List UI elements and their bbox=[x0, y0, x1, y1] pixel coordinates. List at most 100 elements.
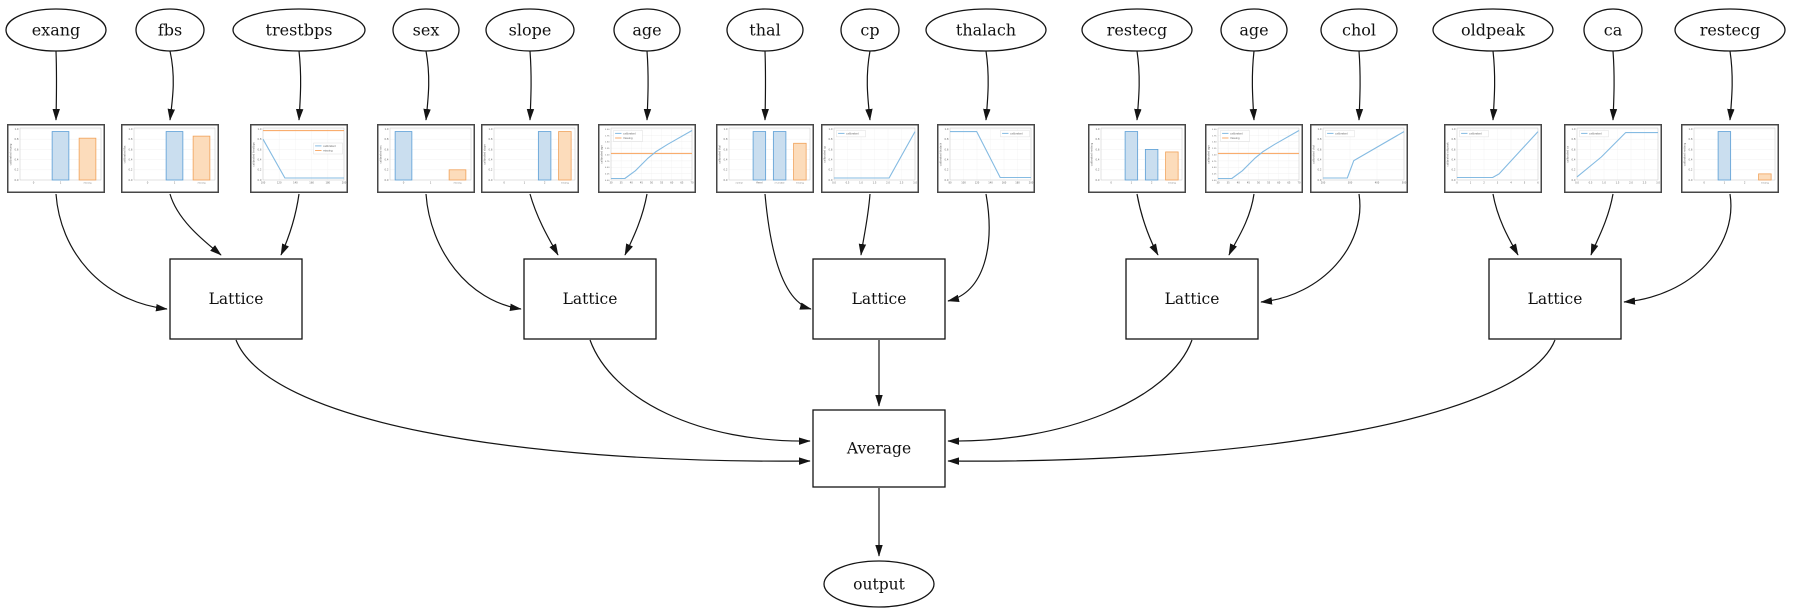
y-tick-label: 0.4 bbox=[1096, 158, 1100, 162]
y-tick-label: 0.2 bbox=[829, 168, 833, 172]
x-tick-label: 1 bbox=[524, 181, 526, 185]
x-tick-label: 55 bbox=[1267, 182, 1271, 185]
legend-entry-label: calibrated bbox=[846, 131, 859, 135]
chart-legend: calibrated bbox=[1579, 130, 1609, 138]
y-tick-label: 0.4 bbox=[489, 158, 493, 162]
x-tick-label: 200 bbox=[342, 182, 347, 185]
x-tick-label: 5 bbox=[1524, 182, 1526, 185]
y-axis-label: calibrated trestbps bbox=[252, 142, 256, 167]
edge-age-to-calibrator bbox=[643, 50, 652, 121]
calibrated-curve bbox=[1457, 131, 1539, 179]
x-tick-label: 0 bbox=[1110, 181, 1112, 185]
output-node: output bbox=[823, 560, 935, 608]
edge-calibrator-restecg-to-lattice-4 bbox=[1136, 193, 1159, 256]
y-axis-label: calibrated chol bbox=[1312, 145, 1316, 164]
y-tick-label: 0.4 bbox=[829, 158, 833, 162]
y-tick-label: 0.6 bbox=[1572, 147, 1576, 151]
chart-legend: calibrated bbox=[1459, 130, 1489, 138]
legend-entry-label: calibrated bbox=[323, 144, 336, 148]
y-tick-label: 0.6 bbox=[385, 147, 389, 151]
x-tick-label: missing bbox=[796, 183, 804, 185]
x-tick-label: 2.0 bbox=[886, 182, 890, 185]
y-axis-label: calibrated thalach bbox=[939, 142, 943, 166]
missing-bar bbox=[1758, 173, 1772, 181]
edge-restecg-to-calibrator bbox=[1134, 50, 1142, 121]
feature-node-label: chol bbox=[1342, 21, 1376, 40]
lattice-node-4: Lattice bbox=[1125, 258, 1259, 340]
edge-age-to-calibrator bbox=[1249, 50, 1258, 121]
x-tick-label: 0.5 bbox=[846, 182, 850, 185]
y-tick-label: 0.2 bbox=[724, 168, 728, 172]
y-tick-label: 0.6 bbox=[1096, 147, 1100, 151]
x-tick-label: 140 bbox=[293, 182, 298, 185]
output-node-label: output bbox=[853, 576, 905, 594]
y-tick-label: 0.6 bbox=[129, 147, 133, 151]
feature-node-label: slope bbox=[509, 21, 552, 40]
y-tick-label: 1.0 bbox=[489, 127, 493, 131]
legend-entry-label: calibrated bbox=[1010, 131, 1023, 135]
average-node: Average bbox=[812, 409, 946, 488]
y-tick-label: 0.2 bbox=[489, 168, 493, 172]
y-tick-label: 1.50 bbox=[1212, 142, 1217, 144]
x-tick-label: normal bbox=[736, 182, 743, 185]
x-tick-label: 65 bbox=[1287, 182, 1291, 185]
x-tick-label: 70 bbox=[1297, 182, 1301, 185]
chart-legend: calibrated bbox=[1000, 130, 1030, 138]
missing-bar bbox=[558, 131, 572, 181]
calibrated-bar bbox=[537, 131, 552, 181]
y-tick-label: 0.8 bbox=[1452, 137, 1456, 141]
y-tick-label: 1.0 bbox=[724, 127, 728, 131]
y-tick-label: 2.00 bbox=[1212, 129, 1217, 131]
y-tick-label: 0.8 bbox=[258, 137, 262, 141]
y-tick-label: 0.8 bbox=[1096, 137, 1100, 141]
calibrated-curve bbox=[1218, 130, 1300, 180]
feature-node-label: exang bbox=[32, 21, 81, 40]
y-tick-label: 0.2 bbox=[1318, 168, 1322, 172]
y-tick-label: 1.0 bbox=[385, 127, 389, 131]
x-tick-label: 50 bbox=[1257, 182, 1261, 185]
feature-node-slope-4: slope bbox=[485, 8, 575, 52]
edge-calibrator-restecg-to-lattice-5 bbox=[1623, 193, 1732, 305]
y-tick-label: 0.0 bbox=[258, 178, 262, 182]
calibrator-chart-age: 0.000.250.500.751.001.251.501.752.00cali… bbox=[598, 124, 696, 193]
legend-entry-label: missing bbox=[323, 149, 333, 153]
y-tick-label: 1.0 bbox=[15, 127, 19, 131]
lattice-node-5: Lattice bbox=[1488, 258, 1622, 340]
y-tick-label: 0.2 bbox=[1452, 168, 1456, 172]
y-tick-label: 0.8 bbox=[129, 137, 133, 141]
y-tick-label: 0.6 bbox=[1689, 147, 1693, 151]
y-tick-label: 0.8 bbox=[385, 137, 389, 141]
feature-node-thalach-8: thalach bbox=[925, 8, 1047, 52]
x-tick-label: 2 bbox=[544, 181, 546, 185]
feature-node-chol-11: chol bbox=[1320, 8, 1398, 52]
calibrated-curve bbox=[262, 138, 344, 179]
edge-thalach-to-calibrator bbox=[983, 50, 991, 121]
x-tick-label: 1 bbox=[60, 181, 62, 185]
edge-trestbps-to-calibrator bbox=[295, 50, 304, 121]
x-tick-label: 200 bbox=[1029, 182, 1034, 185]
y-tick-label: 1.75 bbox=[1212, 135, 1217, 137]
y-tick-label: 0.2 bbox=[1689, 168, 1693, 172]
x-tick-label: 4 bbox=[1510, 182, 1512, 185]
feature-node-cp-7: cp bbox=[840, 8, 900, 52]
feature-node-label: thalach bbox=[956, 21, 1016, 40]
average-node-label: Average bbox=[846, 440, 911, 458]
y-tick-label: 0.0 bbox=[1096, 178, 1100, 182]
y-tick-label: 1.00 bbox=[605, 154, 610, 156]
calibrated-bar bbox=[1144, 148, 1159, 181]
y-tick-label: 1.0 bbox=[1096, 127, 1100, 131]
y-tick-label: 0.0 bbox=[489, 178, 493, 182]
y-tick-label: 1.0 bbox=[1452, 127, 1456, 131]
y-tick-label: 0.0 bbox=[1452, 178, 1456, 182]
x-tick-label: 200 bbox=[1321, 182, 1326, 185]
x-tick-label: 1.5 bbox=[873, 182, 877, 185]
